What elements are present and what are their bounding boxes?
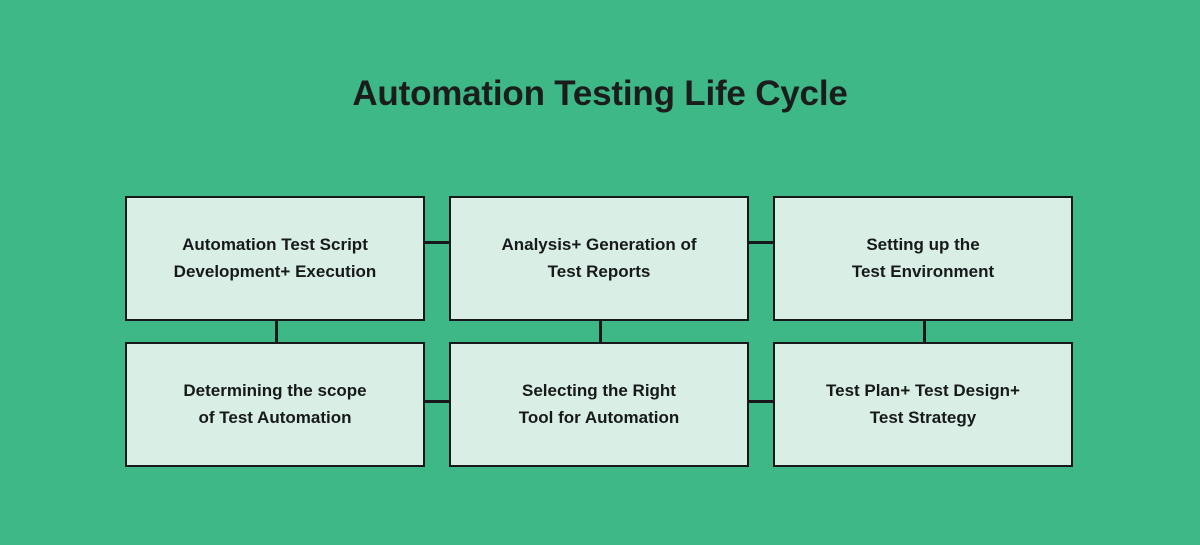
connector-box2-box3	[749, 241, 773, 244]
connector-box2-box5	[599, 321, 602, 342]
connector-box1-box2	[425, 241, 449, 244]
flow-box-test-plan-test-design-test-strategy[interactable]: Test Plan+ Test Design+ Test Strategy	[773, 342, 1073, 467]
page-title: Automation Testing Life Cycle	[352, 74, 848, 113]
flow-box-selecting-the-right-tool-for-automation[interactable]: Selecting the Right Tool for Automation	[449, 342, 749, 467]
flow-box-label: Analysis+ Generation of Test Reports	[501, 235, 697, 281]
connector-box5-box6	[749, 400, 773, 403]
flow-box-analysis-generation-of-test-reports[interactable]: Analysis+ Generation of Test Reports	[449, 196, 749, 321]
flow-box-determining-the-scope-of-test-automation[interactable]: Determining the scope of Test Automation	[125, 342, 425, 467]
flow-box-label: Setting up the Test Environment	[851, 235, 995, 281]
connector-box4-box5	[425, 400, 449, 403]
flow-box-label: Selecting the Right Tool for Automation	[518, 381, 680, 427]
flow-box-label: Automation Test Script Development+ Exec…	[173, 235, 377, 281]
flow-box-automation-test-script-development-execution[interactable]: Automation Test Script Development+ Exec…	[125, 196, 425, 321]
connector-box1-box4	[275, 321, 278, 342]
flow-box-label: Determining the scope of Test Automation	[183, 381, 367, 427]
connector-box3-box6	[923, 321, 926, 342]
flow-box-setting-up-the-test-environment[interactable]: Setting up the Test Environment	[773, 196, 1073, 321]
flow-box-label: Test Plan+ Test Design+ Test Strategy	[826, 381, 1020, 427]
